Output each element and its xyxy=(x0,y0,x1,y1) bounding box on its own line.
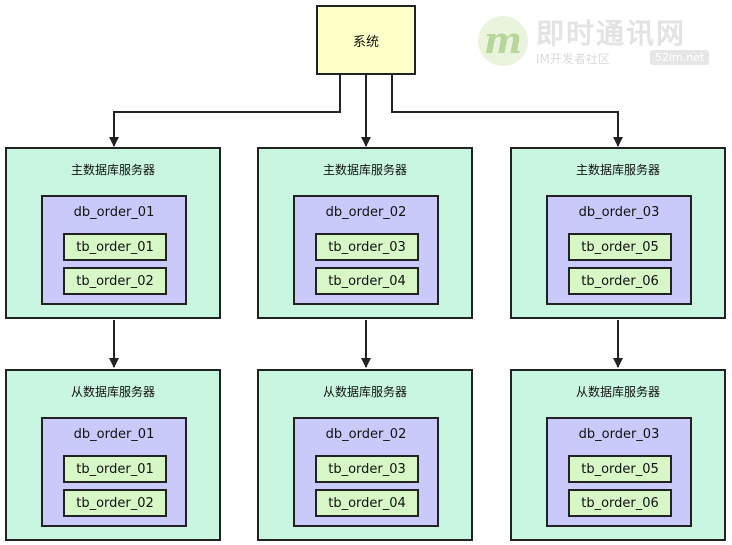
database-label: db_order_03 xyxy=(578,427,660,442)
slave-server-1: 从数据库服务器 db_order_01 tb_order_01 tb_order… xyxy=(5,369,221,541)
database-label: db_order_01 xyxy=(73,205,155,220)
system-label: 系统 xyxy=(352,34,379,50)
watermark-title: 即时通讯网 xyxy=(536,17,687,50)
database-label: db_order_03 xyxy=(578,205,660,220)
database-label: db_order_02 xyxy=(325,205,407,220)
server-label: 主数据库服务器 xyxy=(70,163,155,177)
watermark-logo-icon: m xyxy=(478,16,528,66)
watermark: m 即时通讯网 IM开发者社区 52im.net xyxy=(478,12,728,72)
watermark-badge: 52im.net xyxy=(650,50,710,65)
database-label: db_order_01 xyxy=(73,427,155,442)
database-box: db_order_03 tb_order_05 tb_order_06 xyxy=(546,417,692,527)
table-box: tb_order_01 xyxy=(63,233,167,261)
table-box: tb_order_02 xyxy=(63,267,167,295)
database-box: db_order_02 tb_order_03 tb_order_04 xyxy=(293,195,439,305)
slave-server-2: 从数据库服务器 db_order_02 tb_order_03 tb_order… xyxy=(257,369,473,541)
master-server-1: 主数据库服务器 db_order_01 tb_order_01 tb_order… xyxy=(5,147,221,319)
database-box: db_order_01 tb_order_01 tb_order_02 xyxy=(41,417,187,527)
database-box: db_order_03 tb_order_05 tb_order_06 xyxy=(546,195,692,305)
server-label: 主数据库服务器 xyxy=(322,163,407,177)
system-node: 系统 xyxy=(316,5,416,75)
table-box: tb_order_03 xyxy=(315,455,419,483)
table-box: tb_order_06 xyxy=(568,267,672,295)
database-box: db_order_01 tb_order_01 tb_order_02 xyxy=(41,195,187,305)
server-label: 从数据库服务器 xyxy=(322,385,407,399)
table-box: tb_order_05 xyxy=(568,233,672,261)
server-label: 从数据库服务器 xyxy=(70,385,155,399)
table-box: tb_order_04 xyxy=(315,267,419,295)
server-label: 主数据库服务器 xyxy=(575,163,660,177)
database-label: db_order_02 xyxy=(325,427,407,442)
database-box: db_order_02 tb_order_03 tb_order_04 xyxy=(293,417,439,527)
edge-system-to-master-3 xyxy=(391,75,623,147)
table-box: tb_order_01 xyxy=(63,455,167,483)
slave-server-3: 从数据库服务器 db_order_03 tb_order_05 tb_order… xyxy=(510,369,726,541)
edge-system-to-master-1 xyxy=(109,75,341,147)
watermark-subtitle: IM开发者社区 xyxy=(536,52,610,66)
table-box: tb_order_04 xyxy=(315,489,419,517)
master-server-3: 主数据库服务器 db_order_03 tb_order_05 tb_order… xyxy=(510,147,726,319)
table-box: tb_order_06 xyxy=(568,489,672,517)
table-box: tb_order_02 xyxy=(63,489,167,517)
table-box: tb_order_03 xyxy=(315,233,419,261)
server-label: 从数据库服务器 xyxy=(575,385,660,399)
master-server-2: 主数据库服务器 db_order_02 tb_order_03 tb_order… xyxy=(257,147,473,319)
table-box: tb_order_05 xyxy=(568,455,672,483)
